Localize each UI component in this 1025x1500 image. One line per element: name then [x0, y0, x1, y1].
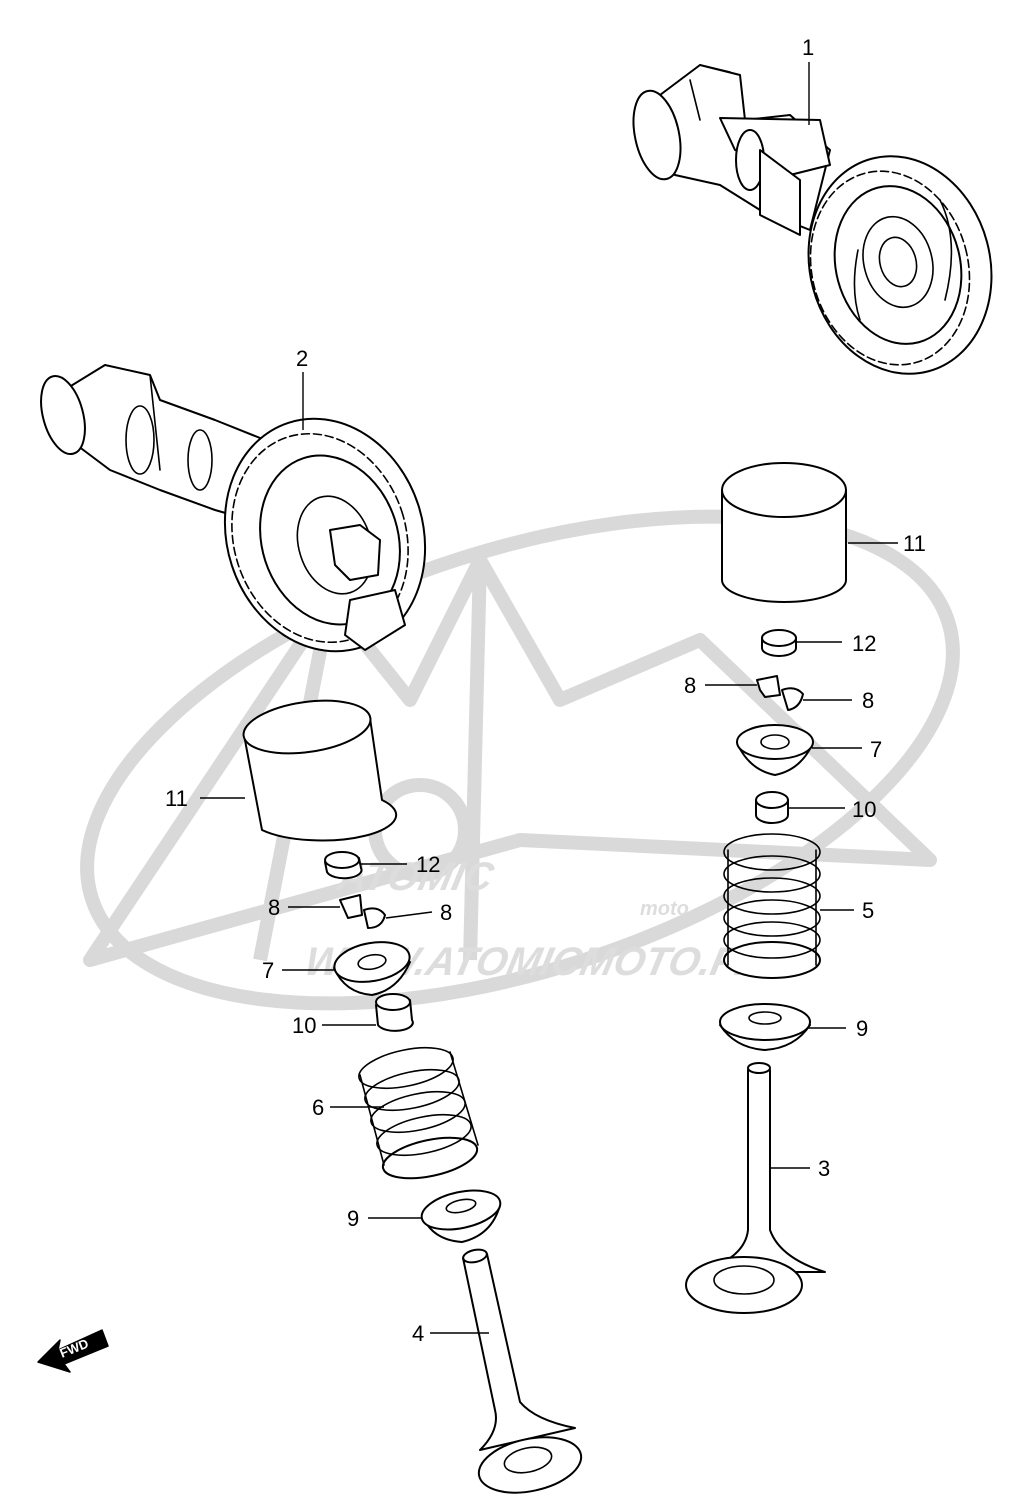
watermark-sub: moto	[640, 898, 689, 920]
camshaft-1	[632, 64, 993, 375]
stem-seal-10-right	[755, 791, 789, 824]
watermark-logo: ATOMIC moto WWW.ATOMICMOTO.FR	[80, 509, 960, 1011]
spring-5-right	[723, 833, 821, 979]
stem-seal-10-left	[375, 993, 414, 1032]
valve-3	[685, 1062, 826, 1314]
callout-9-left: 9	[347, 1206, 359, 1231]
forward-arrow-icon: FWD	[37, 1329, 109, 1373]
callout-8-right-a: 8	[684, 673, 696, 698]
shim-12-right	[761, 629, 797, 657]
callout-11-left: 11	[165, 786, 188, 811]
retainer-7-right	[736, 724, 814, 776]
cotter-8-left	[339, 894, 386, 929]
callout-10-right: 10	[852, 797, 876, 822]
callout-9-right: 9	[856, 1016, 868, 1041]
spring-seat-9-left	[420, 1189, 502, 1243]
callout-labels: 1 2 11 12 8 8 7 10 5 9 3 11 12 8 8 7 10 …	[165, 35, 926, 1346]
callout-8-left-b: 8	[440, 900, 452, 925]
callout-10-left: 10	[292, 1013, 316, 1038]
callout-12-left: 12	[416, 852, 440, 877]
callout-7-right: 7	[870, 737, 882, 762]
callout-8-right-b: 8	[862, 688, 874, 713]
camshaft-2	[40, 364, 427, 653]
callout-2: 2	[296, 346, 308, 371]
callout-1: 1	[802, 35, 814, 60]
valve-4	[462, 1248, 583, 1494]
callout-12-right: 12	[852, 631, 876, 656]
spring-seat-9-right	[719, 1003, 811, 1051]
callout-8-left-a: 8	[268, 895, 280, 920]
tappet-11-left	[242, 699, 398, 842]
callout-6: 6	[312, 1095, 324, 1120]
callout-11-right: 11	[903, 531, 926, 556]
callout-4: 4	[412, 1321, 424, 1346]
shim-12-left	[324, 851, 363, 880]
callout-5: 5	[862, 898, 874, 923]
spring-6-left	[358, 1046, 479, 1180]
callout-7-left: 7	[262, 958, 274, 983]
leader-lines	[200, 62, 898, 1334]
retainer-7-left	[333, 941, 411, 996]
tappet-11-right	[721, 462, 847, 603]
callout-3: 3	[818, 1156, 830, 1181]
cotter-8-right	[756, 675, 804, 711]
